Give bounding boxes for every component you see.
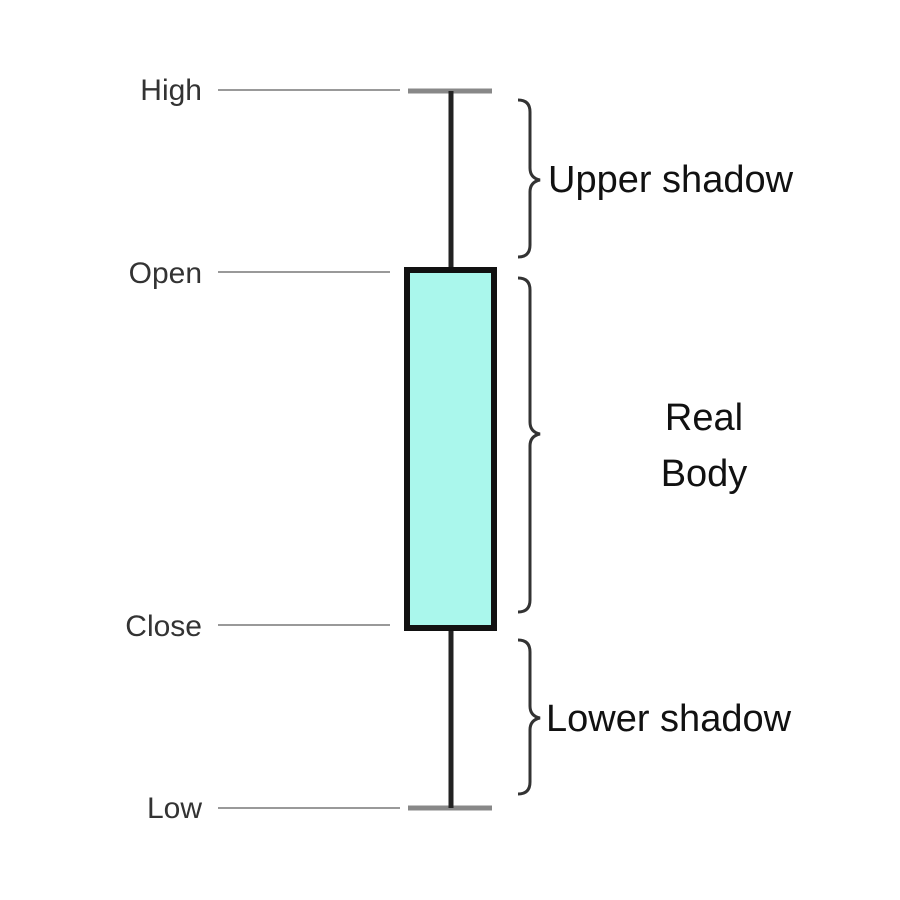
upper-shadow-label: Upper shadow (548, 159, 794, 201)
real-body-label-line2: Body (661, 453, 748, 495)
real-body-label-line1: Real (665, 397, 743, 439)
open-label: Open (129, 257, 202, 290)
upper-shadow-brace (517, 98, 541, 259)
real-body (404, 267, 497, 631)
low-label: Low (147, 792, 202, 825)
real-body-brace (517, 276, 541, 614)
lower-shadow-label: Lower shadow (546, 698, 792, 740)
high-label: High (140, 74, 202, 107)
lower-shadow-brace (517, 638, 541, 796)
close-label: Close (125, 610, 202, 643)
